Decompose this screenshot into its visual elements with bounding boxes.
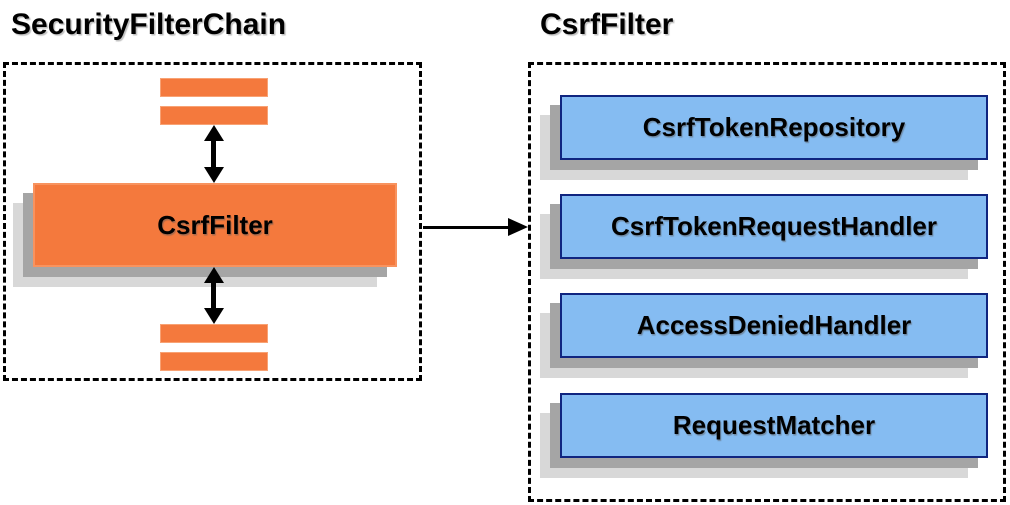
filter-placeholder-bar — [160, 352, 268, 371]
arrowhead-down-icon — [204, 308, 224, 324]
csrf-filter-node: CsrfFilter — [33, 183, 397, 267]
right-arrow-icon — [423, 218, 528, 236]
arrowhead-down-icon — [204, 167, 224, 183]
component-node-label: AccessDeniedHandler — [636, 310, 912, 340]
component-node-request-matcher: RequestMatcher — [560, 393, 988, 458]
component-node-csrf-token-repository: CsrfTokenRepository — [560, 95, 988, 160]
component-node-access-denied-handler: AccessDeniedHandler — [560, 293, 988, 358]
arrowhead-up-icon — [204, 267, 224, 283]
security-filter-chain-container — [3, 62, 422, 381]
component-node-label: CsrfTokenRepository — [642, 112, 906, 142]
filter-placeholder-bar — [160, 106, 268, 125]
arrow-shaft — [211, 138, 216, 170]
component-node-csrf-token-request-handler: CsrfTokenRequestHandler — [560, 194, 988, 259]
filter-placeholder-bar — [160, 324, 268, 343]
csrf-filter-title: CsrfFilter — [540, 8, 674, 41]
csrf-filter-node-label: CsrfFilter — [157, 209, 273, 240]
csrf-filter-container — [528, 62, 1006, 502]
filter-placeholder-bar — [160, 78, 268, 97]
arrow-shaft — [211, 280, 216, 311]
component-node-label: CsrfTokenRequestHandler — [610, 211, 938, 241]
up-down-arrow-icon — [203, 267, 225, 324]
arrowhead-up-icon — [204, 125, 224, 141]
up-down-arrow-icon — [203, 125, 225, 183]
security-filter-chain-title: SecurityFilterChain — [11, 8, 287, 41]
component-node-label: RequestMatcher — [672, 410, 876, 440]
arrow-shaft — [423, 226, 511, 229]
arrowhead-right-icon — [508, 218, 528, 236]
